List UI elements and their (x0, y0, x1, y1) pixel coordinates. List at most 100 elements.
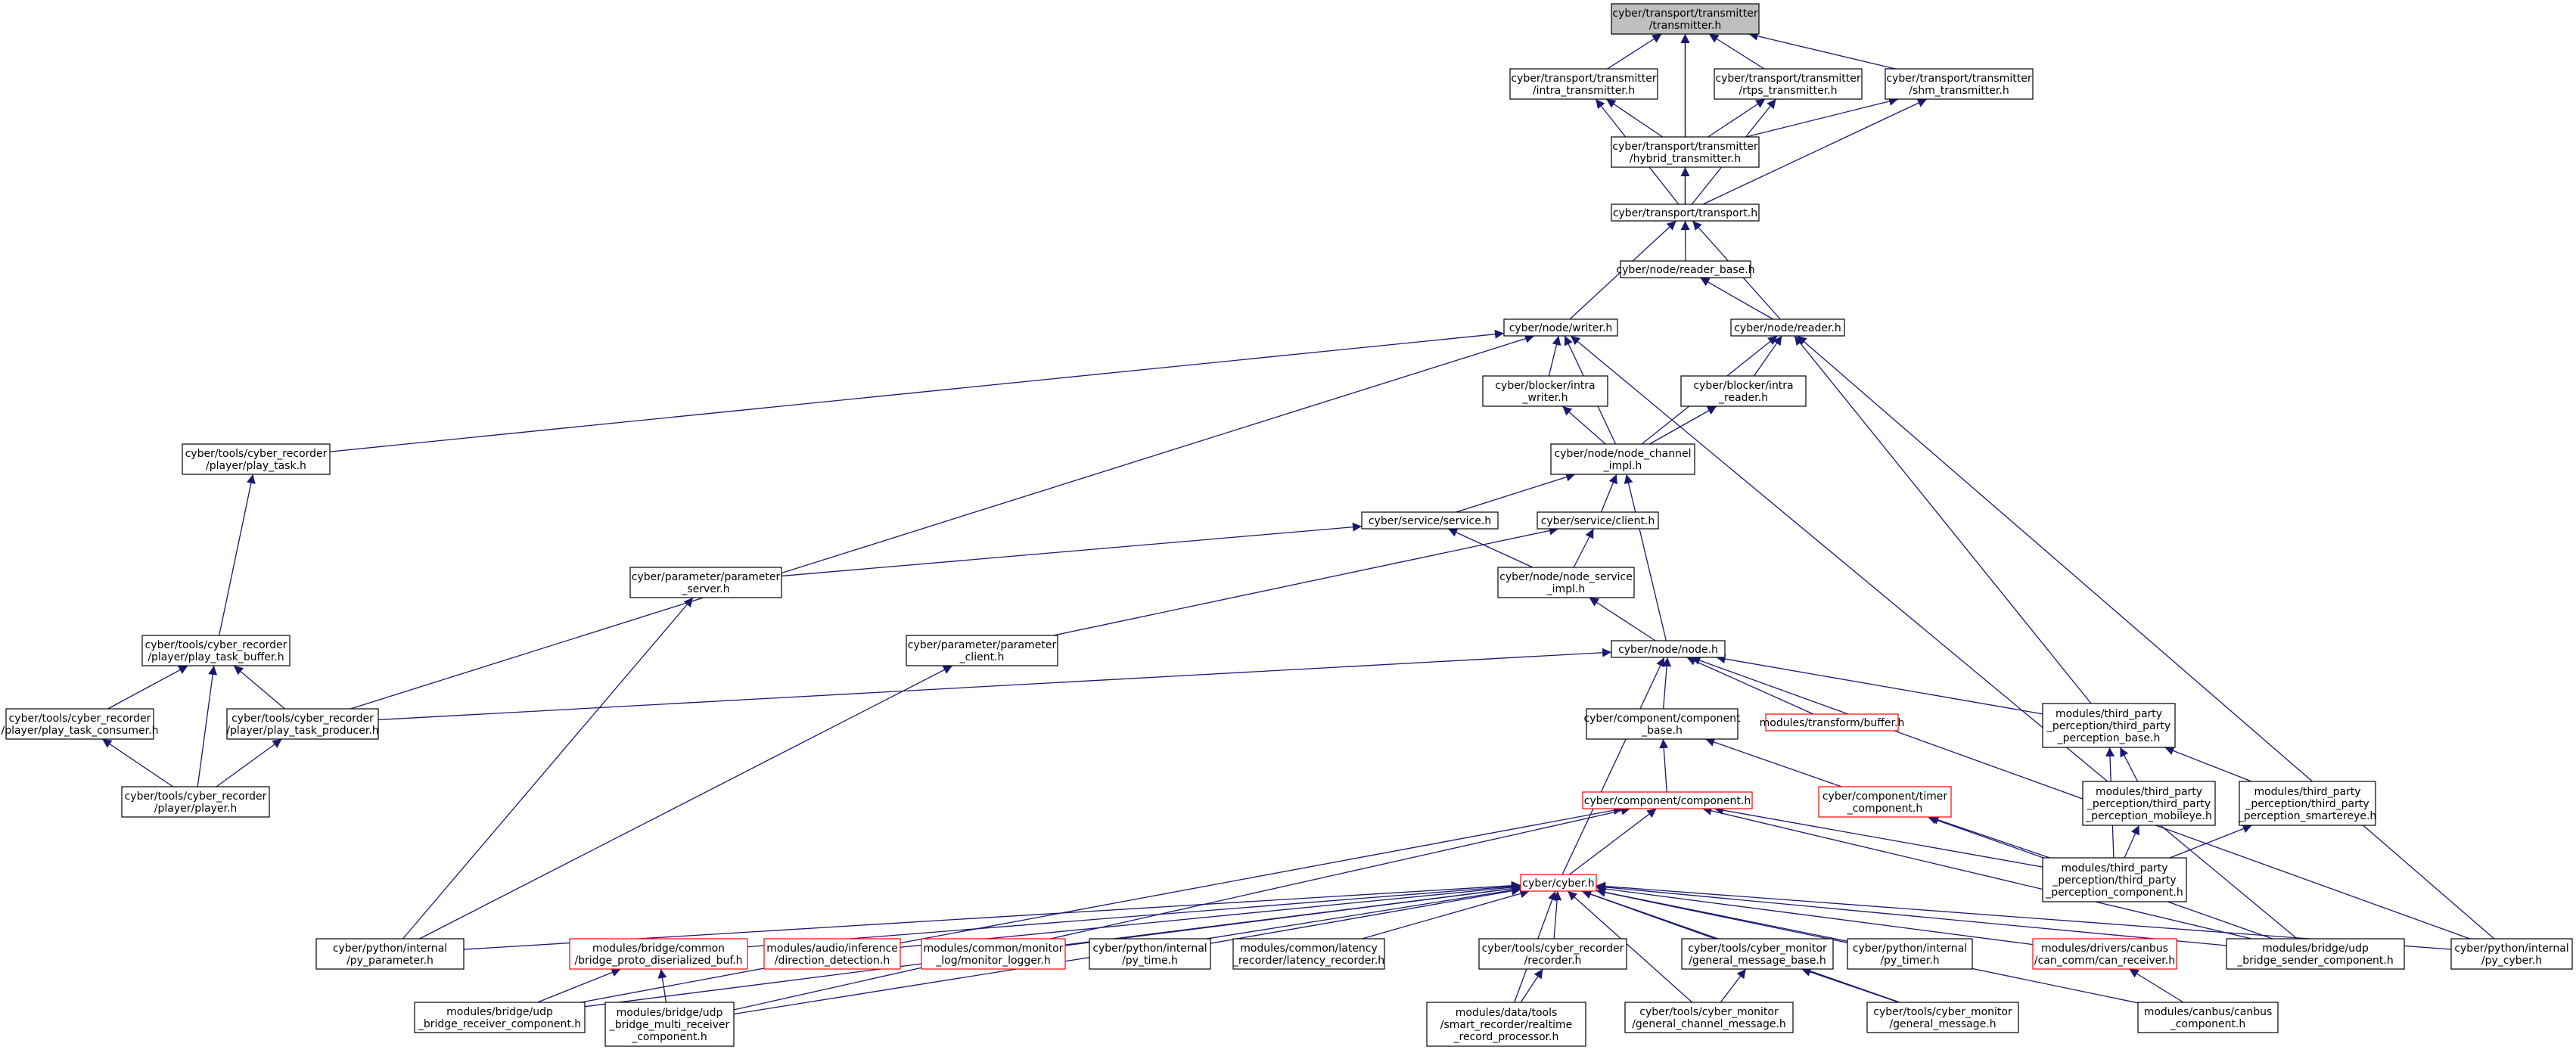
edge-general_channel_message-to-cyber (1567, 890, 1693, 1003)
node-component[interactable]: cyber/component/component.h (1582, 791, 1753, 809)
node-label-line: /py_timer.h (1880, 955, 1939, 967)
edge-blocker_writer-to-writer (1548, 335, 1561, 377)
node-hybrid_tx[interactable]: cyber/transport/transmitter/hybrid_trans… (1611, 136, 1760, 168)
node-play_task[interactable]: cyber/tools/cyber_recorder/player/play_t… (182, 443, 331, 475)
node-play_task_consumer[interactable]: cyber/tools/cyber_recorder/player/play_t… (2, 708, 159, 740)
node-label-line: modules/drivers/canbus (2041, 943, 2168, 955)
node-tp_component[interactable]: modules/third_party_perception/third_par… (2042, 857, 2187, 902)
edge-tp_base-to-reader (1794, 335, 2092, 704)
node-label-line: /can_comm/can_receiver.h (2034, 955, 2175, 967)
node-label-line: modules/third_party (2254, 786, 2360, 798)
node-tp_base[interactable]: modules/third_party_perception/third_par… (2042, 703, 2176, 748)
node-transport[interactable]: cyber/transport/transport.h (1611, 203, 1760, 222)
node-box (1537, 511, 1659, 530)
node-label-line: _perception/third_party (2087, 798, 2211, 810)
node-general_message[interactable]: cyber/tools/cyber_monitor/general_messag… (1866, 1002, 2019, 1033)
node-label-line: /player/player.h (154, 803, 238, 815)
edge-tp_component-to-tp_smartereye (2169, 824, 2253, 859)
node-udp_receiver[interactable]: modules/bridge/udp_bridge_receiver_compo… (414, 1002, 586, 1033)
node-reader_base[interactable]: cyber/node/reader_base.h (1616, 260, 1755, 278)
node-transmitter[interactable]: cyber/transport/transmitter/transmitter.… (1611, 3, 1760, 35)
node-label-line: _base.h (1641, 725, 1683, 737)
node-box (2239, 781, 2376, 826)
node-label-line: modules/bridge/common (592, 943, 725, 955)
node-timer_component[interactable]: cyber/component/timer_component.h (1818, 786, 1952, 818)
node-blocker_reader[interactable]: cyber/blocker/intra_reader.h (1680, 375, 1807, 407)
node-cyber[interactable]: cyber/cyber.h (1520, 874, 1597, 892)
node-rtps_tx[interactable]: cyber/transport/transmitter/rtps_transmi… (1714, 68, 1863, 100)
node-can_receiver[interactable]: modules/drivers/canbus/can_comm/can_rece… (2032, 938, 2177, 970)
node-service[interactable]: cyber/service/service.h (1361, 511, 1499, 530)
node-box (1620, 260, 1751, 278)
edge-general_message-to-general_message_base (1801, 968, 1899, 1003)
edge-play_task-to-writer (329, 329, 1505, 452)
node-shm_tx[interactable]: cyber/transport/transmitter/shm_transmit… (1885, 68, 2034, 100)
node-bridge_proto_buf[interactable]: modules/bridge/common/bridge_proto_diser… (569, 938, 748, 970)
node-play_task_producer[interactable]: cyber/tools/cyber_recorder/player/play_t… (226, 708, 379, 740)
node-py_parameter[interactable]: cyber/python/internal/py_parameter.h (315, 938, 465, 970)
edge-node-to-node_service (1589, 597, 1656, 641)
node-label-line: _perception_base.h (2057, 732, 2161, 744)
node-box (2042, 857, 2187, 902)
node-label-line: _impl.h (1546, 583, 1586, 595)
node-direction_detection[interactable]: modules/audio/inference/direction_detect… (763, 938, 901, 970)
edge-udp_multi_receiver-to-bridge_proto_buf (657, 968, 667, 1003)
node-param_server[interactable]: cyber/parameter/parameter_server.h (629, 567, 782, 598)
node-latency_recorder[interactable]: modules/common/latency_recorder/latency_… (1232, 938, 1385, 970)
node-box (1624, 1002, 1794, 1033)
edge-udp_sender-to-writer (1570, 335, 2298, 940)
node-label-line: _component.h (631, 1031, 707, 1043)
node-param_client[interactable]: cyber/parameter/parameter_client.h (906, 635, 1058, 666)
node-py_timer[interactable]: cyber/python/internal/py_timer.h (1847, 938, 1973, 970)
node-label-line: _perception/third_party (2245, 798, 2369, 810)
node-box (1586, 708, 1739, 740)
node-player[interactable]: cyber/tools/cyber_recorder/player/player… (121, 786, 270, 818)
node-writer[interactable]: cyber/node/writer.h (1503, 318, 1618, 337)
node-client[interactable]: cyber/service/client.h (1537, 511, 1659, 530)
node-label-line: cyber/service/service.h (1369, 515, 1491, 527)
node-realtime_record[interactable]: modules/data/tools/smart_recorder/realti… (1426, 1002, 1586, 1047)
node-intra_tx[interactable]: cyber/transport/transmitter/intra_transm… (1509, 68, 1658, 100)
node-label-line: modules/bridge/udp (617, 1007, 723, 1019)
node-general_message_base[interactable]: cyber/tools/cyber_monitor/general_messag… (1681, 938, 1834, 970)
node-py_cyber[interactable]: cyber/python/internal/py_cyber.h (2450, 938, 2573, 970)
node-node_service[interactable]: cyber/node/node_service_impl.h (1497, 567, 1635, 598)
edge-play_task_producer-to-node (378, 648, 1612, 721)
node-label-line: _client.h (959, 651, 1005, 663)
node-blocker_writer[interactable]: cyber/blocker/intra_writer.h (1482, 375, 1608, 407)
node-label-line: cyber/tools/cyber_monitor (1688, 943, 1827, 955)
edge-tp_mobileye-to-tp_base (2119, 747, 2139, 782)
node-label-line: _writer.h (1522, 392, 1568, 404)
edge-player-to-play_task_buffer (197, 665, 218, 787)
node-monitor_logger[interactable]: modules/common/monitor_log/monitor_logge… (921, 938, 1066, 970)
edge-node_service-to-service (1447, 528, 1533, 568)
node-box (1426, 1002, 1586, 1047)
node-label-line: modules/common/latency (1240, 943, 1378, 955)
node-general_channel_message[interactable]: cyber/tools/cyber_monitor/general_channe… (1624, 1002, 1794, 1033)
node-box (629, 567, 782, 598)
node-label-line: /general_message.h (1889, 1018, 1996, 1030)
node-label-line: _reader.h (1718, 392, 1768, 404)
node-py_time[interactable]: cyber/python/internal/py_time.h (1089, 938, 1211, 970)
node-box (1765, 713, 1899, 732)
node-box (1478, 938, 1627, 970)
node-tp_mobileye[interactable]: modules/third_party_perception/third_par… (2082, 781, 2216, 826)
edge-hybrid_tx-to-shm_tx (1745, 97, 1899, 138)
node-label-line: cyber/node/writer.h (1509, 322, 1613, 334)
node-udp_multi_receiver[interactable]: modules/bridge/udp_bridge_multi_receiver… (604, 1002, 735, 1047)
node-label-line: modules/bridge/udp (2262, 943, 2369, 955)
node-box (1730, 318, 1845, 337)
node-transform_buffer[interactable]: modules/transform/buffer.h (1760, 713, 1905, 732)
node-node_channel[interactable]: cyber/node/node_channel_impl.h (1550, 443, 1695, 475)
node-component_base[interactable]: cyber/component/component_base.h (1583, 708, 1741, 740)
node-node[interactable]: cyber/node/node.h (1611, 640, 1726, 658)
node-tp_smartereye[interactable]: modules/third_party_perception/third_par… (2238, 781, 2377, 826)
node-recorder[interactable]: cyber/tools/cyber_recorder/recorder.h (1478, 938, 1627, 970)
node-udp_sender[interactable]: modules/bridge/udp_bridge_sender_compone… (2226, 938, 2405, 970)
node-box (2082, 781, 2216, 826)
node-reader[interactable]: cyber/node/reader.h (1730, 318, 1845, 337)
node-label-line: cyber/tools/cyber_recorder (231, 713, 374, 725)
edge-udp_receiver-to-bridge_proto_buf (537, 968, 621, 1003)
node-play_task_buffer[interactable]: cyber/tools/cyber_recorder/player/play_t… (141, 635, 291, 666)
node-canbus_component[interactable]: modules/canbus/canbus_component.h (2137, 1002, 2279, 1033)
